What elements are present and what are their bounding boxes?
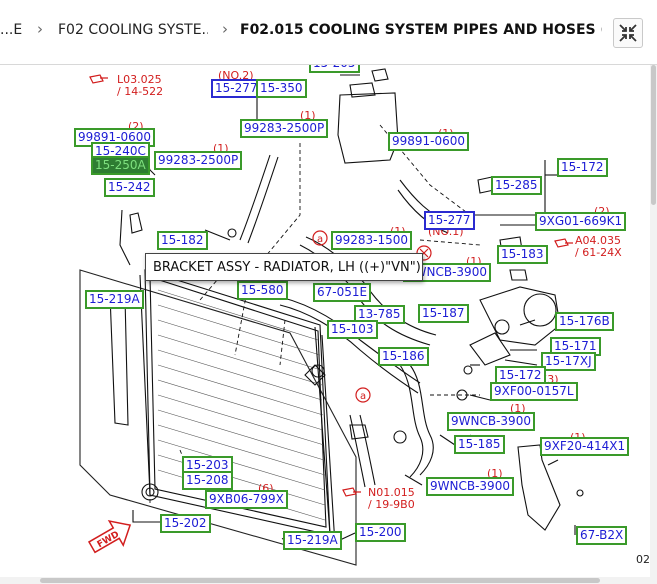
collapse-button[interactable] [613, 18, 643, 48]
qty: (1) [510, 402, 526, 415]
scrollbar-thumb[interactable] [651, 65, 656, 205]
collapse-arrows-icon [619, 24, 637, 42]
breadcrumb-item-1[interactable]: ...E... [0, 22, 22, 38]
qty: (1) [487, 467, 503, 480]
part-99283-1500[interactable]: 99283-1500 [331, 231, 413, 250]
fwd-arrow-icon: FWD [87, 519, 132, 554]
vertical-scrollbar[interactable] [650, 65, 657, 584]
part-15-285[interactable]: 15-285 [491, 176, 542, 195]
part-15-350[interactable]: 15-350 [256, 79, 307, 98]
cooling-system-drawing: a a FWD [79, 68, 584, 566]
part-15-219a[interactable]: 15-219A [283, 531, 342, 550]
part-15-200[interactable]: 15-200 [355, 523, 406, 542]
part-9xf20-414x1[interactable]: 9XF20-414X1 [540, 437, 630, 456]
part-15-277[interactable]: 15-277 [211, 79, 262, 98]
part-15-219a[interactable]: 15-219A [85, 290, 144, 309]
ref-14-522: / 14-522 [117, 85, 164, 98]
part-15-17xj[interactable]: 15-17XJ [541, 352, 596, 371]
part-15-202[interactable]: 15-202 [160, 514, 211, 533]
ref-n01: N01.015 [368, 486, 415, 499]
scrollbar-thumb[interactable] [40, 578, 600, 583]
part-15-208[interactable]: 15-208 [182, 471, 233, 490]
part-9wncb-3900[interactable]: 9WNCB-3900 [403, 263, 491, 282]
part-15-17z[interactable]: 15-172 [557, 158, 608, 177]
breadcrumb-current: F02.015 COOLING SYSTEM PIPES AND HOSES (… [240, 22, 602, 38]
part-15-185[interactable]: 15-185 [454, 435, 505, 454]
part-15-250a-selected[interactable]: 15-250A [91, 156, 150, 175]
part-15-186[interactable]: 15-186 [378, 347, 429, 366]
part-15-205[interactable]: 15-205 [309, 65, 360, 73]
part-99283-2500p[interactable]: 99283-2500P [154, 151, 243, 170]
parts-diagram: a a FWD L03.025 / 14-522 (NO.2) (NO.1) A… [0, 65, 650, 577]
breadcrumb-bar: ...E... › F02 COOLING SYSTE... › F02.015… [0, 0, 657, 65]
qty: (1) [300, 109, 316, 122]
part-9xg01-669k1[interactable]: 9XG01-669K1 [535, 212, 627, 231]
chevron-right-icon: › [37, 20, 43, 38]
part-9xb06-799x[interactable]: 9XB06-799X [205, 490, 288, 509]
part-tooltip: BRACKET ASSY - RADIATOR, LH ((+)"VN") [145, 253, 423, 281]
ref-a04: A04.035 [575, 234, 622, 247]
part-15-580[interactable]: 15-580 [237, 281, 288, 300]
part-15-176b[interactable]: 15-176B [555, 312, 614, 331]
part-15-172[interactable]: 15-172 [495, 366, 546, 385]
part-99283-2500p[interactable]: 99283-2500P [240, 119, 329, 138]
part-15-183[interactable]: 15-183 [497, 245, 548, 264]
breadcrumb-item-2[interactable]: F02 COOLING SYSTE... [58, 22, 208, 38]
part-15-277[interactable]: 15-277 [424, 211, 475, 230]
part-15-182[interactable]: 15-182 [157, 231, 208, 250]
chevron-right-icon: › [222, 20, 228, 38]
ref-l03: L03.025 [117, 73, 162, 86]
part-9wncb-3900[interactable]: 9WNCB-3900 [426, 477, 514, 496]
part-67-b2x[interactable]: 67-B2X [576, 526, 628, 545]
ref-no2: (NO.2) [218, 69, 254, 82]
svg-text:a: a [360, 391, 366, 402]
ref-61-24x: / 61-24X [575, 246, 622, 259]
part-99891-0600[interactable]: 99891-0600 [388, 132, 470, 151]
ref-19-9b0: / 19-9B0 [368, 498, 415, 511]
part-9wncb-3900[interactable]: 9WNCB-3900 [447, 412, 535, 431]
part-15-103[interactable]: 15-103 [327, 320, 378, 339]
part-9xf00-0157l[interactable]: 9XF00-0157L [490, 382, 578, 401]
svg-text:a: a [317, 234, 323, 245]
part-13-785[interactable]: 13-785 [354, 305, 405, 324]
part-15-18z[interactable]: 15-187 [418, 304, 469, 323]
horizontal-scrollbar[interactable] [0, 577, 650, 584]
part-67-051e[interactable]: 67-051E [313, 283, 372, 302]
part-15-242[interactable]: 15-242 [104, 178, 155, 197]
